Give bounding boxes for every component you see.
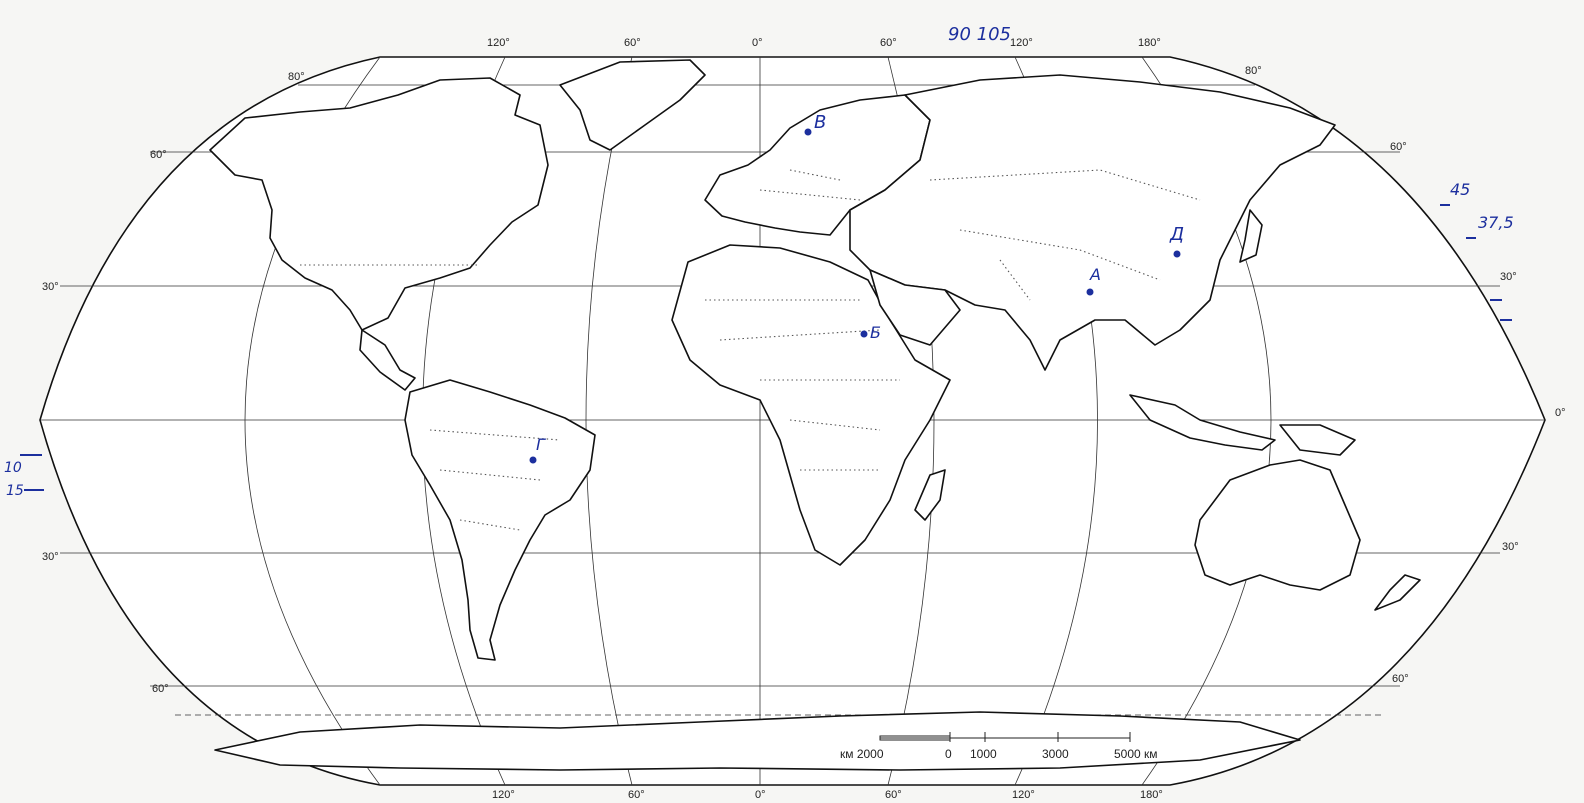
lat-left-60s: 60° [152,683,169,695]
point-v-dot [804,128,812,136]
point-g-label: Г [536,435,546,454]
new-guinea [1279,424,1356,456]
scale-bar: км 2000 0 1000 3000 5000 км [840,732,1158,761]
lon-top-120w: 120° [487,37,510,49]
lat-left-30s: 30° [42,551,59,563]
marked-points: A Б В Г Д [529,112,1184,464]
japan [1239,209,1263,263]
lon-bottom-60w: 60° [628,789,645,801]
point-v-label: В [814,112,826,133]
lat-right-60n: 60° [1390,141,1407,153]
antarctica [214,711,1301,771]
scale-label-5000: 5000 км [1114,747,1158,761]
lon-top-0: 0° [752,37,763,49]
central-america [359,329,416,391]
asia [849,74,1336,371]
arabia [869,269,961,346]
lat-left-80n: 80° [288,71,305,83]
hand-left-10: 10 [4,460,22,476]
new-zealand [1374,574,1421,611]
scale-label-1000: 1000 [970,747,997,761]
scale-label-0: 0 [945,747,952,761]
lat-right-60s: 60° [1392,673,1409,685]
hand-top-numbers: 90 105 [948,24,1011,45]
point-d-dot [1173,250,1181,258]
hand-right-37-5: 37,5 [1478,213,1514,232]
point-g-dot [529,456,537,464]
lat-right-80n: 80° [1245,65,1262,77]
latitude-labels-right: 80° 60° 30° 0° 30° 60° [1245,65,1566,685]
continents [209,59,1421,771]
lat-left-30n: 30° [42,281,59,293]
madagascar [914,469,946,521]
scale-label-2000: км 2000 [840,747,884,761]
south-america [404,379,596,661]
lat-right-0: 0° [1555,407,1566,419]
hand-annotations: 90 105 45 37,5 10 15 [4,24,1514,499]
lon-top-120e: 120° [1010,37,1033,49]
lon-top-60w: 60° [624,37,641,49]
north-america [209,77,549,331]
lon-bottom-180: 180° [1140,789,1163,801]
lon-bottom-0: 0° [755,789,766,801]
lat-left-60n: 60° [150,149,167,161]
hand-right-45: 45 [1450,180,1470,199]
lon-bottom-120e: 120° [1012,789,1035,801]
lon-bottom-120w: 120° [492,789,515,801]
borders [300,169,1201,531]
australia [1194,459,1361,591]
point-a-dot [1086,288,1094,296]
point-b-dot [860,330,868,338]
point-a-label: A [1089,265,1101,284]
point-d-label: Д [1169,224,1184,245]
africa [671,244,951,566]
indonesia [1129,394,1276,451]
longitude-labels-top: 120° 60° 0° 60° 120° 180° [487,37,1161,49]
lat-right-30n: 30° [1500,271,1517,283]
point-b-label: Б [870,323,881,342]
hand-left-15: 15 [6,483,24,499]
lon-top-180: 180° [1138,37,1161,49]
lon-top-60e: 60° [880,37,897,49]
longitude-labels-bottom: 120° 60° 0° 60° 120° 180° [492,789,1163,801]
greenland [559,59,706,151]
lat-right-30s: 30° [1502,541,1519,553]
latitude-labels-left: 80° 60° 30° 30° 60° [42,71,305,695]
scale-label-3000: 3000 [1042,747,1069,761]
lon-bottom-60e: 60° [885,789,902,801]
